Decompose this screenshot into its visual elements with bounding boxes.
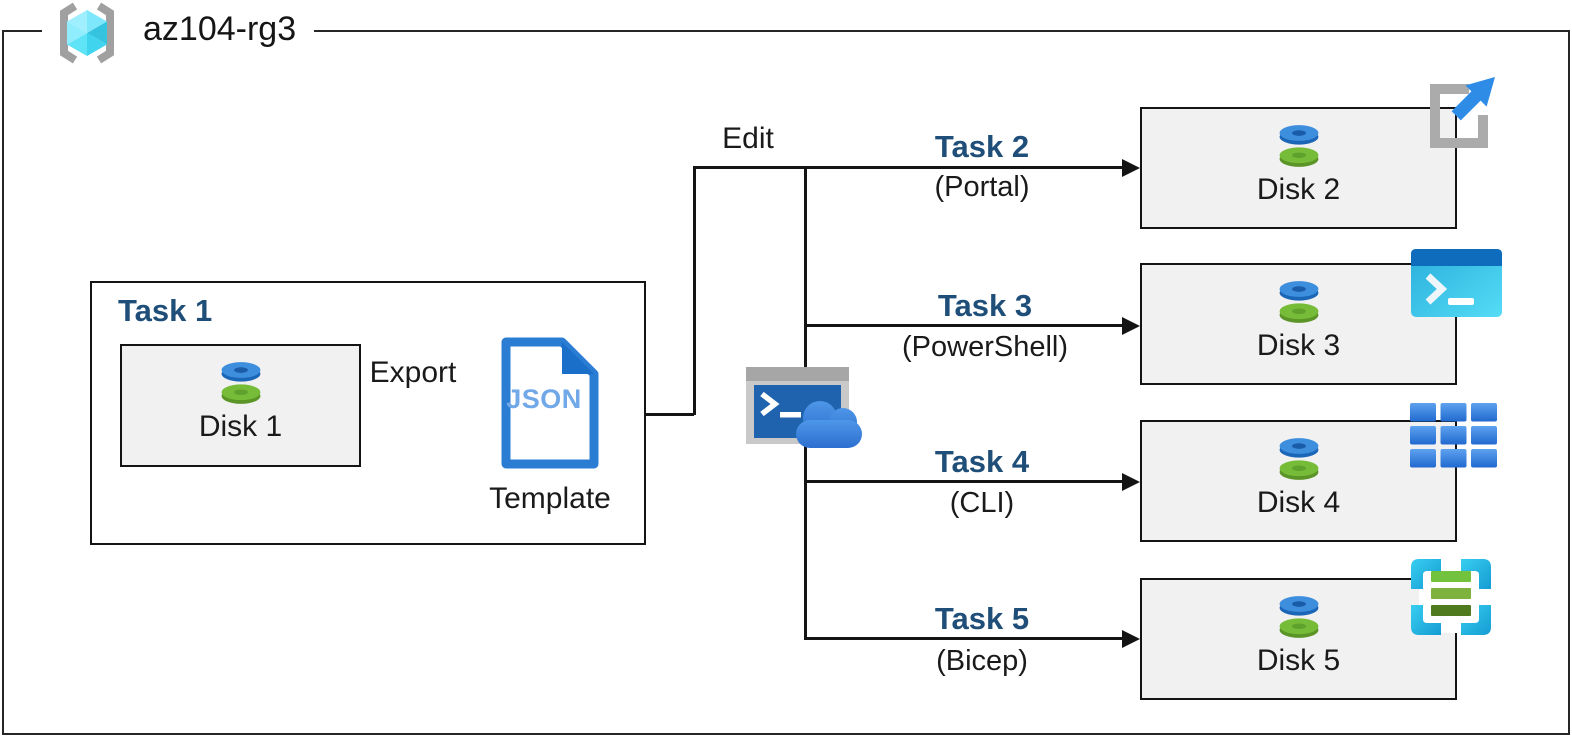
managed-disk-icon xyxy=(1271,121,1327,171)
task3-method: (PowerShell) xyxy=(902,331,1068,363)
template-label: Template xyxy=(489,482,611,515)
cloud-shell-icon xyxy=(746,367,862,448)
task3-arrowhead xyxy=(1122,317,1140,335)
powershell-icon xyxy=(1411,249,1502,317)
connector-task3-line xyxy=(804,324,1123,327)
edit-label: Edit xyxy=(722,122,774,155)
resource-group-name: az104-rg3 xyxy=(143,10,297,48)
managed-disk-icon xyxy=(1271,592,1327,642)
connector-edit-riser xyxy=(693,166,696,415)
task2-title: Task 2 xyxy=(934,129,1030,164)
connector-task4-line xyxy=(804,480,1123,483)
disk1-label: Disk 1 xyxy=(198,410,283,443)
json-template: JSON xyxy=(492,336,608,470)
task4-method: (CLI) xyxy=(949,487,1015,519)
disk4-label: Disk 4 xyxy=(1256,486,1341,519)
portal-icon xyxy=(1430,77,1495,148)
task5-arrowhead xyxy=(1122,630,1140,648)
managed-disk-icon xyxy=(1271,277,1327,327)
resource-group-border xyxy=(2,30,1570,735)
task5-title: Task 5 xyxy=(934,601,1030,636)
disk1-box: Disk 1 xyxy=(120,344,361,467)
connector-task2-line xyxy=(693,166,1123,169)
export-label: Export xyxy=(369,356,457,389)
disk2-box: Disk 2 xyxy=(1140,107,1457,229)
disk2-label: Disk 2 xyxy=(1256,173,1341,206)
disk3-box: Disk 3 xyxy=(1140,263,1457,385)
connector-task5-line xyxy=(804,637,1123,640)
resource-group-icon xyxy=(60,2,114,64)
task3-title: Task 3 xyxy=(937,288,1033,323)
managed-disk-icon xyxy=(1271,434,1327,484)
task4-title: Task 4 xyxy=(934,444,1030,479)
bicep-icon xyxy=(1411,559,1491,635)
disk5-label: Disk 5 xyxy=(1256,644,1341,677)
task2-method: (Portal) xyxy=(934,171,1030,203)
disk4-box: Disk 4 xyxy=(1140,420,1457,542)
task2-arrowhead xyxy=(1122,159,1140,177)
task4-arrowhead xyxy=(1122,473,1140,491)
connector-task1-exit xyxy=(646,413,694,416)
disk3-label: Disk 3 xyxy=(1256,329,1341,362)
task5-method: (Bicep) xyxy=(936,645,1028,677)
managed-disk-icon xyxy=(213,358,269,408)
cli-icon xyxy=(1410,403,1497,468)
json-badge: JSON xyxy=(506,384,582,414)
disk5-box: Disk 5 xyxy=(1140,578,1457,700)
task1-title: Task 1 xyxy=(118,293,213,328)
json-template-icon xyxy=(501,337,599,469)
